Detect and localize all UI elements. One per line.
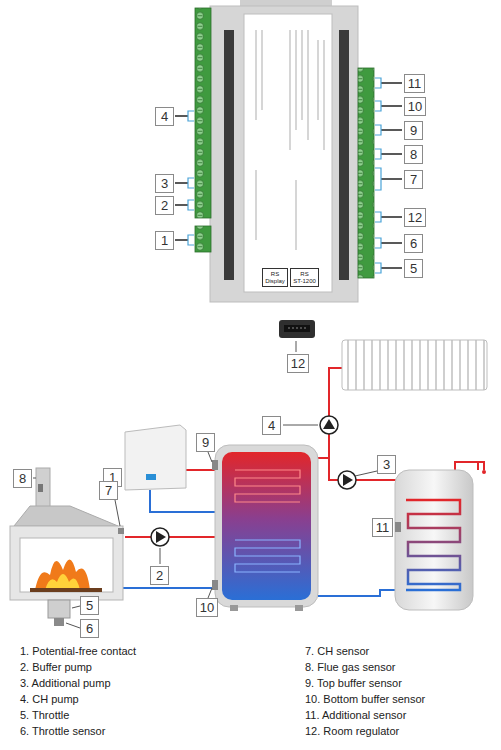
callout-text: 1 — [161, 234, 168, 247]
callout-number: 9 — [196, 433, 215, 452]
port-label: RS — [300, 271, 308, 278]
callout-number: 11 — [372, 518, 393, 537]
callout-number: 3 — [377, 455, 396, 474]
callout-number: 8 — [404, 145, 423, 164]
callout-number: 8 — [13, 469, 32, 488]
callout-number: 3 — [155, 174, 174, 193]
callout-number: 11 — [404, 74, 425, 93]
wire-end — [188, 78, 381, 273]
callout-number: 7 — [99, 481, 118, 500]
callout-text: 5 — [86, 599, 93, 612]
legend-item: 11. Additional sensor — [305, 709, 406, 721]
legend-item: 1. Potential-free contact — [20, 645, 136, 657]
fireplace — [10, 468, 124, 626]
leader-line — [33, 341, 394, 628]
callout-number: 6 — [80, 619, 99, 638]
port-box: RSST-1200 — [290, 268, 319, 287]
radiator — [342, 340, 487, 390]
callout-number: 10 — [404, 97, 426, 116]
callout-text: 11 — [376, 521, 390, 534]
legend-item: 4. CH pump — [20, 693, 79, 705]
callout-text: 7 — [410, 173, 417, 186]
legend-item: 10. Bottom buffer sensor — [305, 693, 425, 705]
legend-item: 9. Top buffer sensor — [305, 677, 402, 689]
callout-text: 7 — [105, 484, 112, 497]
callout-text: 8 — [410, 148, 417, 161]
callout-text: 3 — [161, 177, 168, 190]
port-box: RSDisplay — [262, 268, 288, 287]
port-label: RS — [271, 271, 279, 278]
port-label: Display — [265, 278, 285, 285]
callout-text: 9 — [410, 124, 417, 137]
pump — [151, 416, 356, 546]
callout-number: 4 — [262, 416, 281, 435]
callout-text: 3 — [383, 458, 390, 471]
room-regulator — [279, 320, 315, 338]
boiler — [125, 425, 186, 490]
callout-text: 6 — [86, 622, 93, 635]
legend-item: 5. Throttle — [20, 709, 69, 721]
callout-text: 6 — [410, 237, 417, 250]
wire — [175, 83, 402, 268]
callout-text: 4 — [161, 110, 168, 123]
callout-text: 8 — [19, 472, 26, 485]
callout-text: 9 — [202, 436, 209, 449]
callout-text: 2 — [156, 569, 163, 582]
callout-text: 10 — [200, 601, 214, 614]
callout-number: 2 — [150, 566, 169, 585]
port-label: ST-1200 — [293, 278, 316, 285]
callout-text: 4 — [268, 419, 275, 432]
callout-text: 2 — [161, 199, 168, 212]
callout-number: 5 — [80, 596, 99, 615]
callout-text: 5 — [410, 262, 417, 275]
callout-number: 9 — [404, 121, 423, 140]
callout-number: 6 — [404, 234, 423, 253]
callout-text: 10 — [408, 100, 422, 113]
callout-number: 2 — [155, 196, 174, 215]
legend-item: 12. Room regulator — [305, 725, 399, 737]
callout-text: 12 — [291, 357, 305, 370]
legend-item: 2. Buffer pump — [20, 661, 92, 673]
legend-item: 3. Additional pump — [20, 677, 111, 689]
callout-number: 10 — [196, 598, 218, 617]
callout-number: 5 — [404, 259, 423, 278]
callout-text: 11 — [408, 77, 422, 90]
callout-number: 12 — [287, 354, 309, 373]
callout-number: 1 — [155, 231, 174, 250]
legend-item: 8. Flue gas sensor — [305, 661, 396, 673]
callout-text: 12 — [408, 211, 422, 224]
callout-number: 4 — [155, 107, 174, 126]
callout-number: 12 — [404, 208, 426, 227]
controller-module — [195, 0, 374, 302]
legend-item: 7. CH sensor — [305, 645, 369, 657]
legend-item: 6. Throttle sensor — [20, 725, 105, 737]
water-tank — [395, 462, 486, 610]
callout-number: 7 — [404, 170, 423, 189]
buffer-tank — [212, 445, 318, 611]
